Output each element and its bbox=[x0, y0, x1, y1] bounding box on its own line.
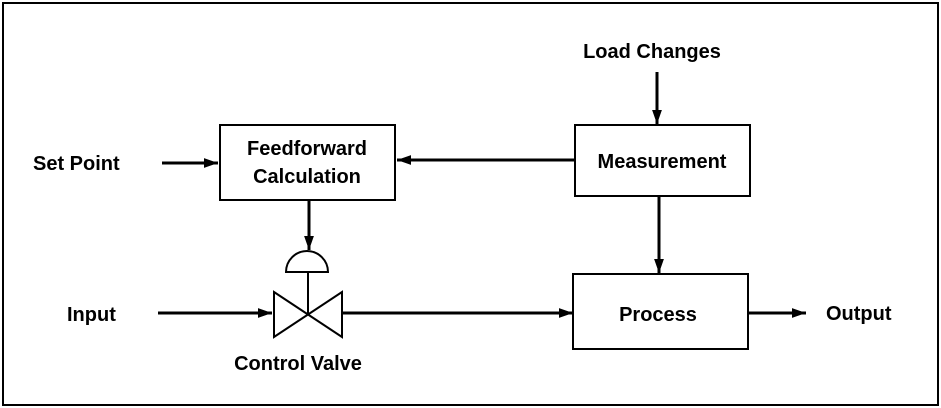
process-box bbox=[572, 273, 749, 350]
feedforward-label-line1: Feedforward bbox=[247, 138, 367, 160]
feedforward-label-line2: Calculation bbox=[253, 166, 361, 188]
measurement-box bbox=[574, 124, 751, 197]
control-valve-label: Control Valve bbox=[234, 353, 362, 375]
process-label: Process bbox=[619, 304, 697, 326]
feedforward-calculation-box bbox=[219, 124, 396, 201]
measurement-label: Measurement bbox=[598, 151, 727, 173]
output-label: Output bbox=[826, 303, 892, 325]
input-label: Input bbox=[67, 304, 116, 326]
load-changes-label: Load Changes bbox=[583, 41, 721, 63]
set-point-label: Set Point bbox=[33, 153, 120, 175]
actuator-icon bbox=[284, 250, 330, 273]
